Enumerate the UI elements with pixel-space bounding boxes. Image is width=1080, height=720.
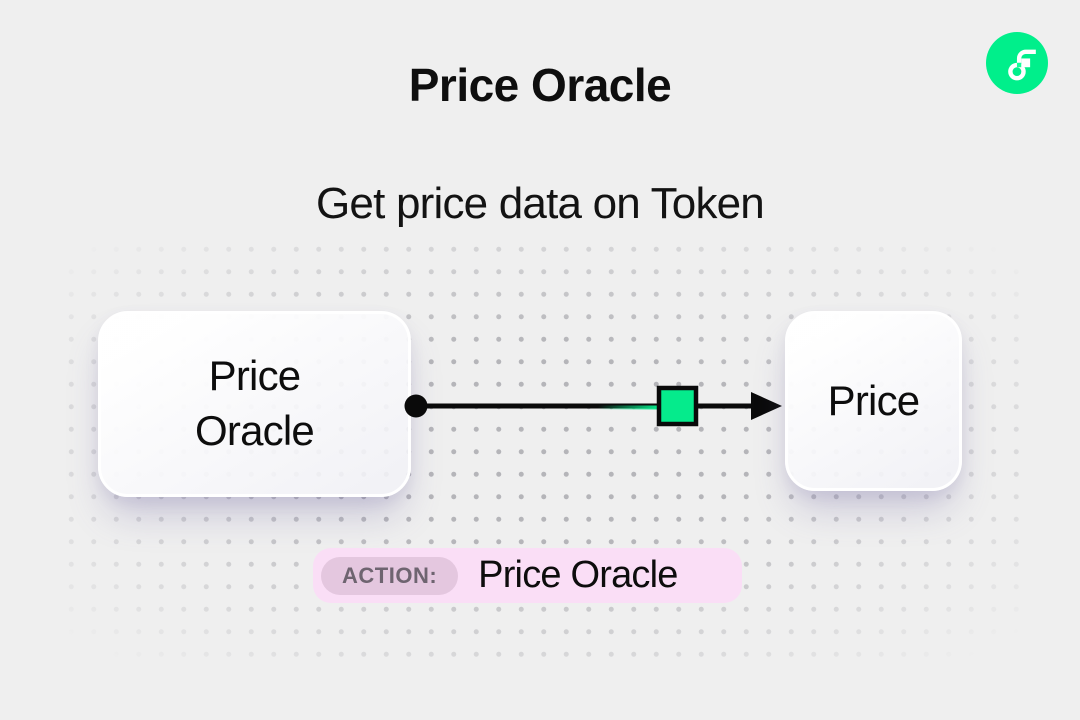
action-value: Price Oracle xyxy=(478,554,678,596)
flow-logo-notch xyxy=(1016,62,1022,68)
page-subtitle: Get price data on Token xyxy=(316,179,765,228)
flow-logo-crossbar xyxy=(1016,49,1036,63)
node-price-oracle[interactable]: Price Oracle xyxy=(98,311,411,497)
connector-marker-square[interactable] xyxy=(656,385,699,427)
connector-start-dot xyxy=(404,394,428,418)
action-badge: ACTION: xyxy=(321,556,459,595)
flow-logo-icon xyxy=(986,32,1048,94)
node-price[interactable]: Price xyxy=(785,311,962,491)
node-price-label: Price xyxy=(827,376,921,424)
node-price-oracle-label: Price Oracle xyxy=(195,352,315,454)
flow-logo-flag xyxy=(1021,58,1031,68)
connector-arrowhead xyxy=(751,392,782,420)
page-title: Price Oracle xyxy=(408,59,672,111)
connector-arrow xyxy=(404,385,782,427)
action-pill: ACTION: Price Oracle xyxy=(313,548,742,603)
